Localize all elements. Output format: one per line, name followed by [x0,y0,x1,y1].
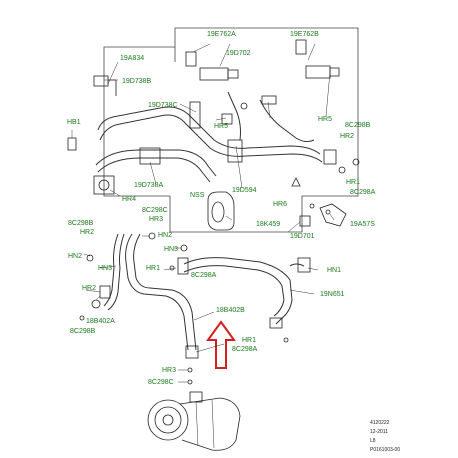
callout-18B402B: 18B402B [216,307,245,314]
ref-code-3: L8 [370,438,376,444]
callout-hr6: HR6 [273,201,287,208]
callout-labels: 19E762A 19E762B 19A834 19D702 19D738B 19… [67,31,376,386]
callout-18B402A: 18B402A [86,318,115,325]
bracket [319,203,347,227]
callout-19D701: 19D701 [290,233,315,240]
callout-8C298A-mid: 8C298A [191,272,217,279]
callout-19A57S: 19A57S [350,221,375,228]
temperature-sensor [93,75,117,96]
callout-hr2-lower: HR2 [82,285,96,292]
callout-nss: NSS [190,192,205,199]
callout-hn2-left: HN2 [158,232,172,239]
ref-code-4: P0161003-00 [370,447,400,453]
expansion-valve [93,147,161,195]
callout-hr1-low: HR1 [242,337,256,344]
callout-8C298B-left: 8C298B [68,220,94,227]
callout-hr1-right: HR1 [346,179,360,186]
hb1-bolt [67,130,77,151]
ref-code-2: 12-2011 [370,429,388,435]
charge-valve-assembly [295,39,340,79]
hose-fittings [79,232,311,385]
callout-hb1: HB1 [67,119,81,126]
ac-compressor [147,391,241,451]
callout-hr2-top: HR2 [340,133,354,140]
highlight-arrow [206,320,236,369]
callout-hr4: HR4 [122,196,136,203]
callout-19D738B: 19D738B [122,78,152,85]
callout-19D738C: 19D738C [148,102,178,109]
callout-hr3-left: HR3 [149,216,163,223]
callout-hn2-far-left: HN2 [68,253,82,260]
callout-hn3-upper: HN3 [164,246,178,253]
lower-hoses [103,233,305,351]
callout-hn3-lower: HN3 [98,265,112,272]
reference-codes: 4120222 12-2011 L8 P0161003-00 [370,420,400,453]
refrigerant-pipes [95,91,323,183]
callout-hr1-mid: HR1 [146,265,160,272]
callout-hr5-right: HR5 [318,116,332,123]
callout-19N651: 19N651 [320,291,345,298]
callout-19A834: 19A834 [120,55,144,62]
callout-8C298A-low: 8C298A [232,346,258,353]
ref-code-1: 4120222 [370,420,390,426]
callout-hr3-low: HR3 [162,367,176,374]
callout-19D702: 19D702 [226,50,251,57]
right-fittings [291,149,360,227]
callout-19D594: 19D594 [232,187,257,194]
callout-hr2-left: HR2 [80,229,94,236]
leader-lines [83,43,335,383]
callout-19E762A: 19E762A [207,31,236,38]
callout-19E762B: 19E762B [290,31,319,38]
callout-8C298C-low: 8C298C [148,379,174,386]
callout-18K459: 18K459 [256,221,280,228]
callout-8C298B-bottom: 8C298B [70,328,96,335]
pressure-switch-assembly [185,43,239,81]
exploded-view-frame [103,27,359,233]
callout-19D738A: 19D738A [134,182,164,189]
callout-hn1: HN1 [327,267,341,274]
callout-8C298A-right: 8C298A [350,189,376,196]
receiver-drier [207,191,235,231]
callout-8C298C-left: 8C298C [142,207,168,214]
callout-hr5-left: HR5 [214,123,228,130]
callout-8C298B-top: 8C298B [345,122,371,129]
